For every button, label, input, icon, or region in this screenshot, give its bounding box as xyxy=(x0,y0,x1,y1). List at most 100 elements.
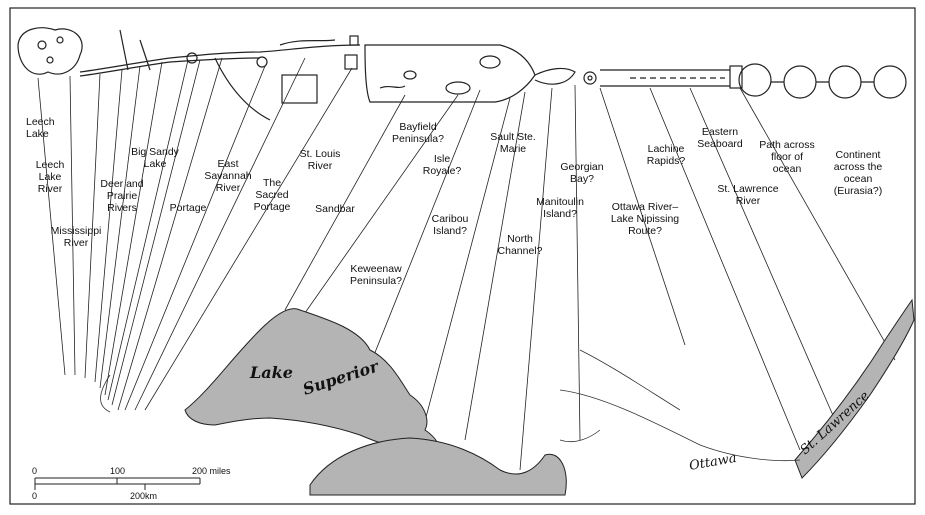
label-line: Rivers xyxy=(107,202,137,214)
map-land xyxy=(100,298,915,496)
scale-km-0: 0 xyxy=(32,491,37,501)
label-line: Leech xyxy=(36,159,65,171)
label-line: East xyxy=(217,158,238,170)
label-line: River xyxy=(64,237,89,249)
label-line: Route? xyxy=(628,225,662,237)
label-line: across the xyxy=(834,161,883,173)
leech-lake-drawing xyxy=(17,27,83,75)
scale-miles-200: 200 miles xyxy=(192,466,231,476)
label-line: Seaboard xyxy=(697,138,743,150)
label-line: River xyxy=(308,160,333,172)
label-line: Sandbar xyxy=(315,203,355,215)
map-label-lake: Lake xyxy=(249,363,293,382)
lake-huron-shape xyxy=(309,437,567,496)
label-line: Peninsula? xyxy=(350,275,402,287)
label-line: Caribou xyxy=(432,213,469,225)
label-line: floor of xyxy=(771,151,803,163)
label-line: Sacred xyxy=(255,189,288,201)
label-line: Mississippi xyxy=(51,225,102,237)
map-label-ottawa: Ottawa xyxy=(688,451,738,474)
scale-bar: 0 100 200 miles 0 200km xyxy=(32,466,231,501)
leader-lines xyxy=(37,57,896,471)
label-line: River xyxy=(38,183,63,195)
label-line: River xyxy=(736,195,761,207)
label-line: Deer and xyxy=(100,178,143,190)
ocean-circles xyxy=(738,63,907,99)
figure-frame xyxy=(9,7,916,505)
label-line: (Eurasia?) xyxy=(834,185,882,197)
label-line: ocean xyxy=(844,173,873,185)
label-line: Bay? xyxy=(570,173,594,185)
label-line: North xyxy=(507,233,533,245)
label-line: Lake Nipissing xyxy=(611,213,679,225)
label-line: ocean xyxy=(773,163,802,175)
label-line: Continent xyxy=(836,149,881,161)
label-line: Royale? xyxy=(423,165,462,177)
superior-drawing xyxy=(364,44,536,103)
label-line: Keweenaw xyxy=(350,263,402,275)
label-line: Island? xyxy=(433,225,467,237)
label-line: Ottawa River– xyxy=(612,201,679,213)
scroll-strip xyxy=(17,27,907,121)
scale-miles-100: 100 xyxy=(110,466,125,476)
map-label-st-lawrence: St. Lawrence xyxy=(798,388,873,458)
label-line: Georgian xyxy=(560,161,603,173)
label-line: Marie xyxy=(500,143,526,155)
scale-miles-0: 0 xyxy=(32,466,37,476)
label-sault: Sault Ste.Marie xyxy=(490,131,536,155)
label-line: Isle xyxy=(434,153,451,165)
label-line: Prairie xyxy=(107,190,138,202)
label-line: Channel? xyxy=(498,245,543,257)
label-line: St. Lawrence xyxy=(717,183,778,195)
label-portage: Portage xyxy=(170,202,207,214)
lake-superior-shape xyxy=(184,308,443,466)
huron-drawing xyxy=(534,67,576,85)
st-lawrence-shape xyxy=(794,298,915,479)
label-line: Peninsula? xyxy=(392,133,444,145)
scale-km-200: 200km xyxy=(130,491,157,501)
label-line: Eastern xyxy=(702,126,738,138)
label-sandbar: Sandbar xyxy=(315,203,355,215)
label-line: Portage xyxy=(170,202,207,214)
label-line: Lake xyxy=(39,171,62,183)
label-line: Manitoulin xyxy=(536,196,584,208)
label-line: River xyxy=(216,182,241,194)
label-line: Sault Ste. xyxy=(490,131,536,143)
channel-drawing xyxy=(600,69,730,87)
label-line: Leech xyxy=(26,116,55,128)
label-line: Big Sandy xyxy=(131,146,180,158)
label-line: St. Louis xyxy=(300,148,341,160)
label-line: Savannah xyxy=(204,170,251,182)
label-line: Lachine xyxy=(648,143,685,155)
label-line: The xyxy=(263,177,281,189)
label-line: Rapids? xyxy=(647,155,686,167)
label-line: Lake xyxy=(144,158,167,170)
label-line: Path across xyxy=(759,139,814,151)
label-line: Island? xyxy=(543,208,577,220)
label-line: Portage xyxy=(254,201,291,213)
label-line: Bayfield xyxy=(399,121,437,133)
